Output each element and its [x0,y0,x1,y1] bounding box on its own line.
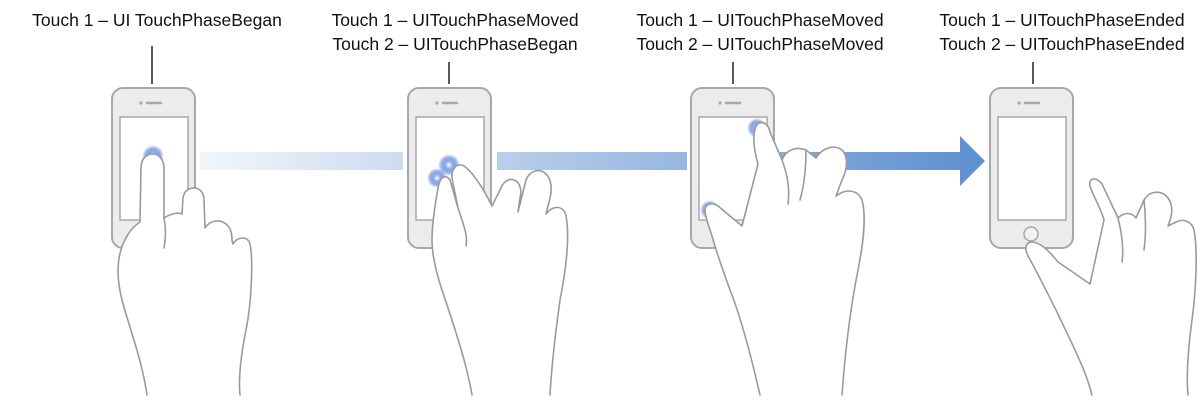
stage-4-caption: Touch 1 – UITouchPhaseEnded Touch 2 – UI… [912,8,1200,56]
stage-1-caption: Touch 1 – UI TouchPhaseBegan [7,8,307,32]
leader-lines [151,46,1034,84]
stage-1-line-1: Touch 1 – UI TouchPhaseBegan [32,10,282,30]
hand-3-finger-line [799,149,807,201]
camera-icon [1017,101,1021,105]
hand-1-illustration [117,153,253,396]
camera-icon [435,101,439,105]
stage-3-line-1: Touch 1 – UITouchPhaseMoved [636,10,884,30]
camera-icon [139,101,143,105]
stage-2-line-2: Touch 2 – UITouchPhaseBegan [332,34,578,54]
phone-4 [989,87,1074,249]
stage-4-line-2: Touch 2 – UITouchPhaseEnded [939,34,1185,54]
hand-1-knuckle-line [163,217,167,249]
arrow-segment-1 [200,152,403,170]
hand-2-thumb-line [457,207,468,247]
hand-3-finger-line [781,159,790,205]
stage-2-caption: Touch 1 – UITouchPhaseMoved Touch 2 – UI… [305,8,605,56]
camera-icon [718,101,722,105]
progress-arrow [200,136,985,186]
arrow-segment-2 [497,152,687,170]
arrow-segment-3 [780,136,985,186]
stage-4-line-1: Touch 1 – UITouchPhaseEnded [939,10,1185,30]
stage-3-line-2: Touch 2 – UITouchPhaseMoved [636,34,884,54]
hand-4-finger-line [1143,199,1147,251]
hand-4-finger-line [1117,217,1124,263]
home-button [1023,226,1039,242]
phone-screen [997,116,1067,221]
stage-2-line-1: Touch 1 – UITouchPhaseMoved [331,10,579,30]
hand-2-illustration [431,163,569,396]
stage-3-caption: Touch 1 – UITouchPhaseMoved Touch 2 – UI… [610,8,910,56]
